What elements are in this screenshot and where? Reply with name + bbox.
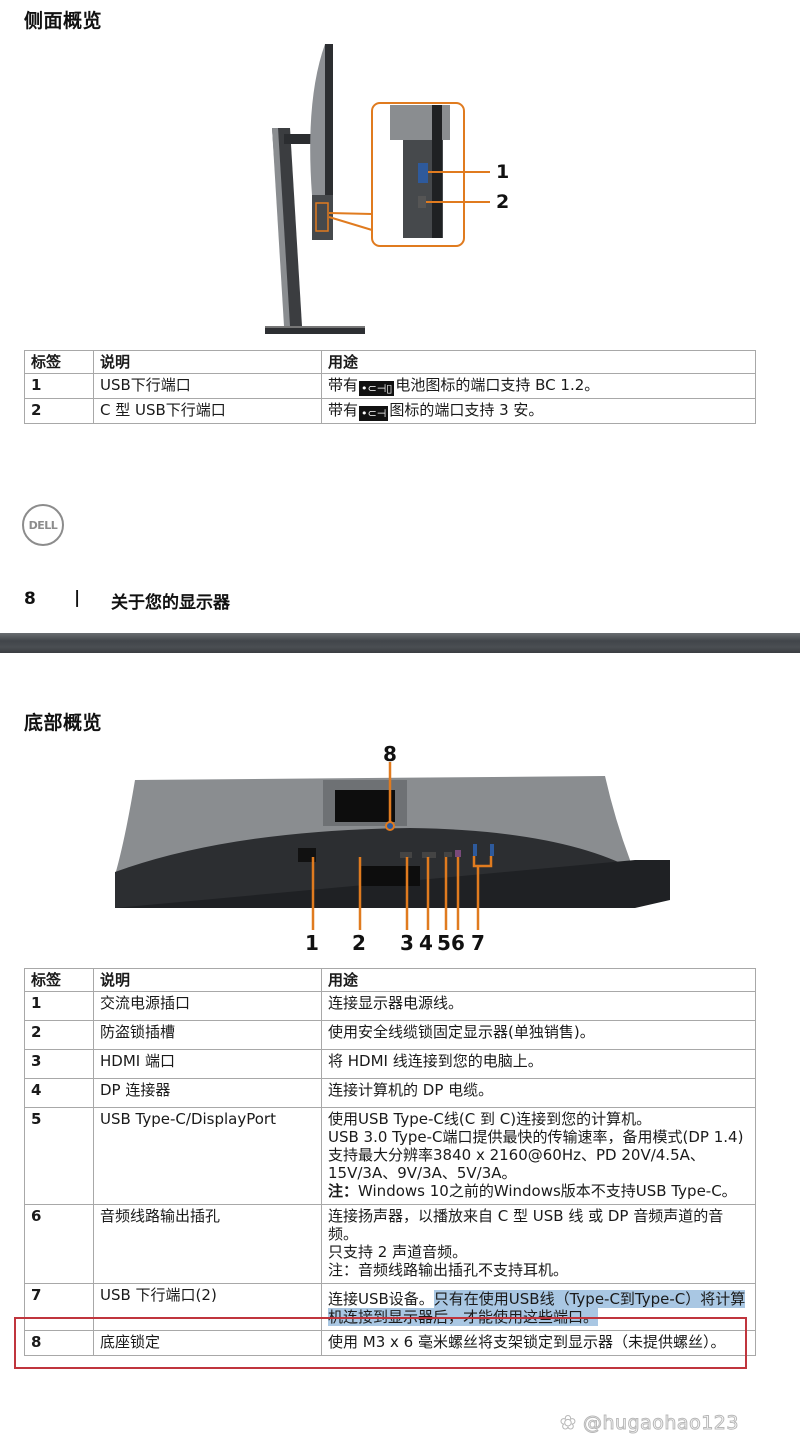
- table-row-highlighted: 7 USB 下行端口(2) 连接USB设备。只有在使用USB线（Type-C到T…: [24, 1283, 756, 1331]
- bottom-ports-table: 标签 说明 用途 1 交流电源插口 连接显示器电源线。 2 防盗锁插槽 使用安全…: [24, 968, 756, 1356]
- row-description: USB下行端口: [93, 373, 322, 399]
- callout-7: 7: [471, 931, 485, 955]
- note-label: 注：: [328, 1182, 359, 1200]
- row-purpose: 连接计算机的 DP 电缆。: [321, 1078, 756, 1108]
- usb-icon: •⊂⊣: [359, 406, 389, 421]
- monitor-side-view-image: [265, 44, 490, 334]
- header-purpose: 用途: [321, 968, 756, 992]
- row-description: USB 下行端口(2): [93, 1283, 322, 1331]
- row-label: 4: [24, 1078, 94, 1108]
- dell-logo: DELL: [22, 504, 64, 546]
- callout-3: 3: [400, 931, 414, 955]
- row-purpose: 连接显示器电源线。: [321, 991, 756, 1021]
- usb-battery-icon: •⊂⊣▯: [359, 381, 395, 396]
- table-row: 2 C 型 USB下行端口 带有•⊂⊣ 图标的端口支持 3 安。: [24, 398, 756, 424]
- callout-6: 6: [451, 931, 465, 955]
- header-purpose: 用途: [321, 350, 756, 374]
- row-description: 防盗锁插槽: [93, 1020, 322, 1050]
- row-purpose: 使用USB Type-C线(C 到 C)连接到您的计算机。 USB 3.0 Ty…: [321, 1107, 756, 1205]
- row-label: 2: [24, 398, 94, 424]
- row-purpose: 将 HDMI 线连接到您的电脑上。: [321, 1049, 756, 1079]
- table-row: 1 USB下行端口 带有•⊂⊣▯电池图标的端口支持 BC 1.2。: [24, 373, 756, 399]
- row-description: DP 连接器: [93, 1078, 322, 1108]
- row-label: 6: [24, 1204, 94, 1284]
- row-purpose: 连接USB设备。只有在使用USB线（Type-C到Type-C）将计算机连接到显…: [321, 1283, 756, 1331]
- callout-8: 8: [383, 742, 397, 766]
- row-purpose: 带有•⊂⊣ 图标的端口支持 3 安。: [321, 398, 756, 424]
- side-ports-table: 标签 说明 用途 1 USB下行端口 带有•⊂⊣▯电池图标的端口支持 BC 1.…: [24, 350, 756, 424]
- header-label: 标签: [24, 968, 94, 992]
- table-header-row: 标签 说明 用途: [24, 968, 756, 992]
- table-header-row: 标签 说明 用途: [24, 350, 756, 374]
- row-label: 3: [24, 1049, 94, 1079]
- paw-icon: ✿: [559, 1412, 577, 1435]
- table-row: 8 底座锁定 使用 M3 x 6 毫米螺丝将支架锁定到显示器（未提供螺丝）。: [24, 1330, 756, 1356]
- footer-section-title: 关于您的显示器: [111, 593, 230, 613]
- table-row: 6 音频线路输出插孔 连接扬声器，以播放来自 C 型 USB 线 或 DP 音频…: [24, 1204, 756, 1284]
- row-label: 7: [24, 1283, 94, 1331]
- row-purpose: 连接扬声器，以播放来自 C 型 USB 线 或 DP 音频声道的音频。 只支持 …: [321, 1204, 756, 1284]
- row-label: 2: [24, 1020, 94, 1050]
- row-description: HDMI 端口: [93, 1049, 322, 1079]
- table-row: 3 HDMI 端口 将 HDMI 线连接到您的电脑上。: [24, 1049, 756, 1079]
- row-purpose: 带有•⊂⊣▯电池图标的端口支持 BC 1.2。: [321, 373, 756, 399]
- bottom-view-title: 底部概览: [24, 712, 103, 734]
- footer-separator: |: [74, 588, 81, 608]
- page-divider: [0, 633, 800, 653]
- watermark: ✿ @hugaohao123: [559, 1412, 739, 1435]
- table-row: 2 防盗锁插槽 使用安全线缆锁固定显示器(单独销售)。: [24, 1020, 756, 1050]
- monitor-bottom-view-image: [115, 762, 670, 930]
- table-row: 1 交流电源插口 连接显示器电源线。: [24, 991, 756, 1021]
- row-description: 交流电源插口: [93, 991, 322, 1021]
- row-label: 1: [24, 991, 94, 1021]
- table-row: 5 USB Type-C/DisplayPort 使用USB Type-C线(C…: [24, 1107, 756, 1205]
- row-label: 1: [24, 373, 94, 399]
- table-row: 4 DP 连接器 连接计算机的 DP 电缆。: [24, 1078, 756, 1108]
- row-description: 音频线路输出插孔: [93, 1204, 322, 1284]
- callout-5: 5: [437, 931, 451, 955]
- page-number: 8: [24, 589, 36, 609]
- row-description: USB Type-C/DisplayPort: [93, 1107, 322, 1205]
- row-purpose: 使用 M3 x 6 毫米螺丝将支架锁定到显示器（未提供螺丝）。: [321, 1330, 756, 1356]
- header-description: 说明: [93, 968, 322, 992]
- callout-2: 2: [352, 931, 366, 955]
- callout-2: 2: [496, 191, 510, 213]
- side-view-title: 侧面概览: [24, 10, 103, 32]
- header-description: 说明: [93, 350, 322, 374]
- row-description: 底座锁定: [93, 1330, 322, 1356]
- callout-1: 1: [496, 161, 510, 183]
- row-label: 5: [24, 1107, 94, 1205]
- row-purpose: 使用安全线缆锁固定显示器(单独销售)。: [321, 1020, 756, 1050]
- header-label: 标签: [24, 350, 94, 374]
- red-annotation-box: [14, 1317, 747, 1369]
- callout-1: 1: [305, 931, 319, 955]
- row-description: C 型 USB下行端口: [93, 398, 322, 424]
- callout-4: 4: [419, 931, 433, 955]
